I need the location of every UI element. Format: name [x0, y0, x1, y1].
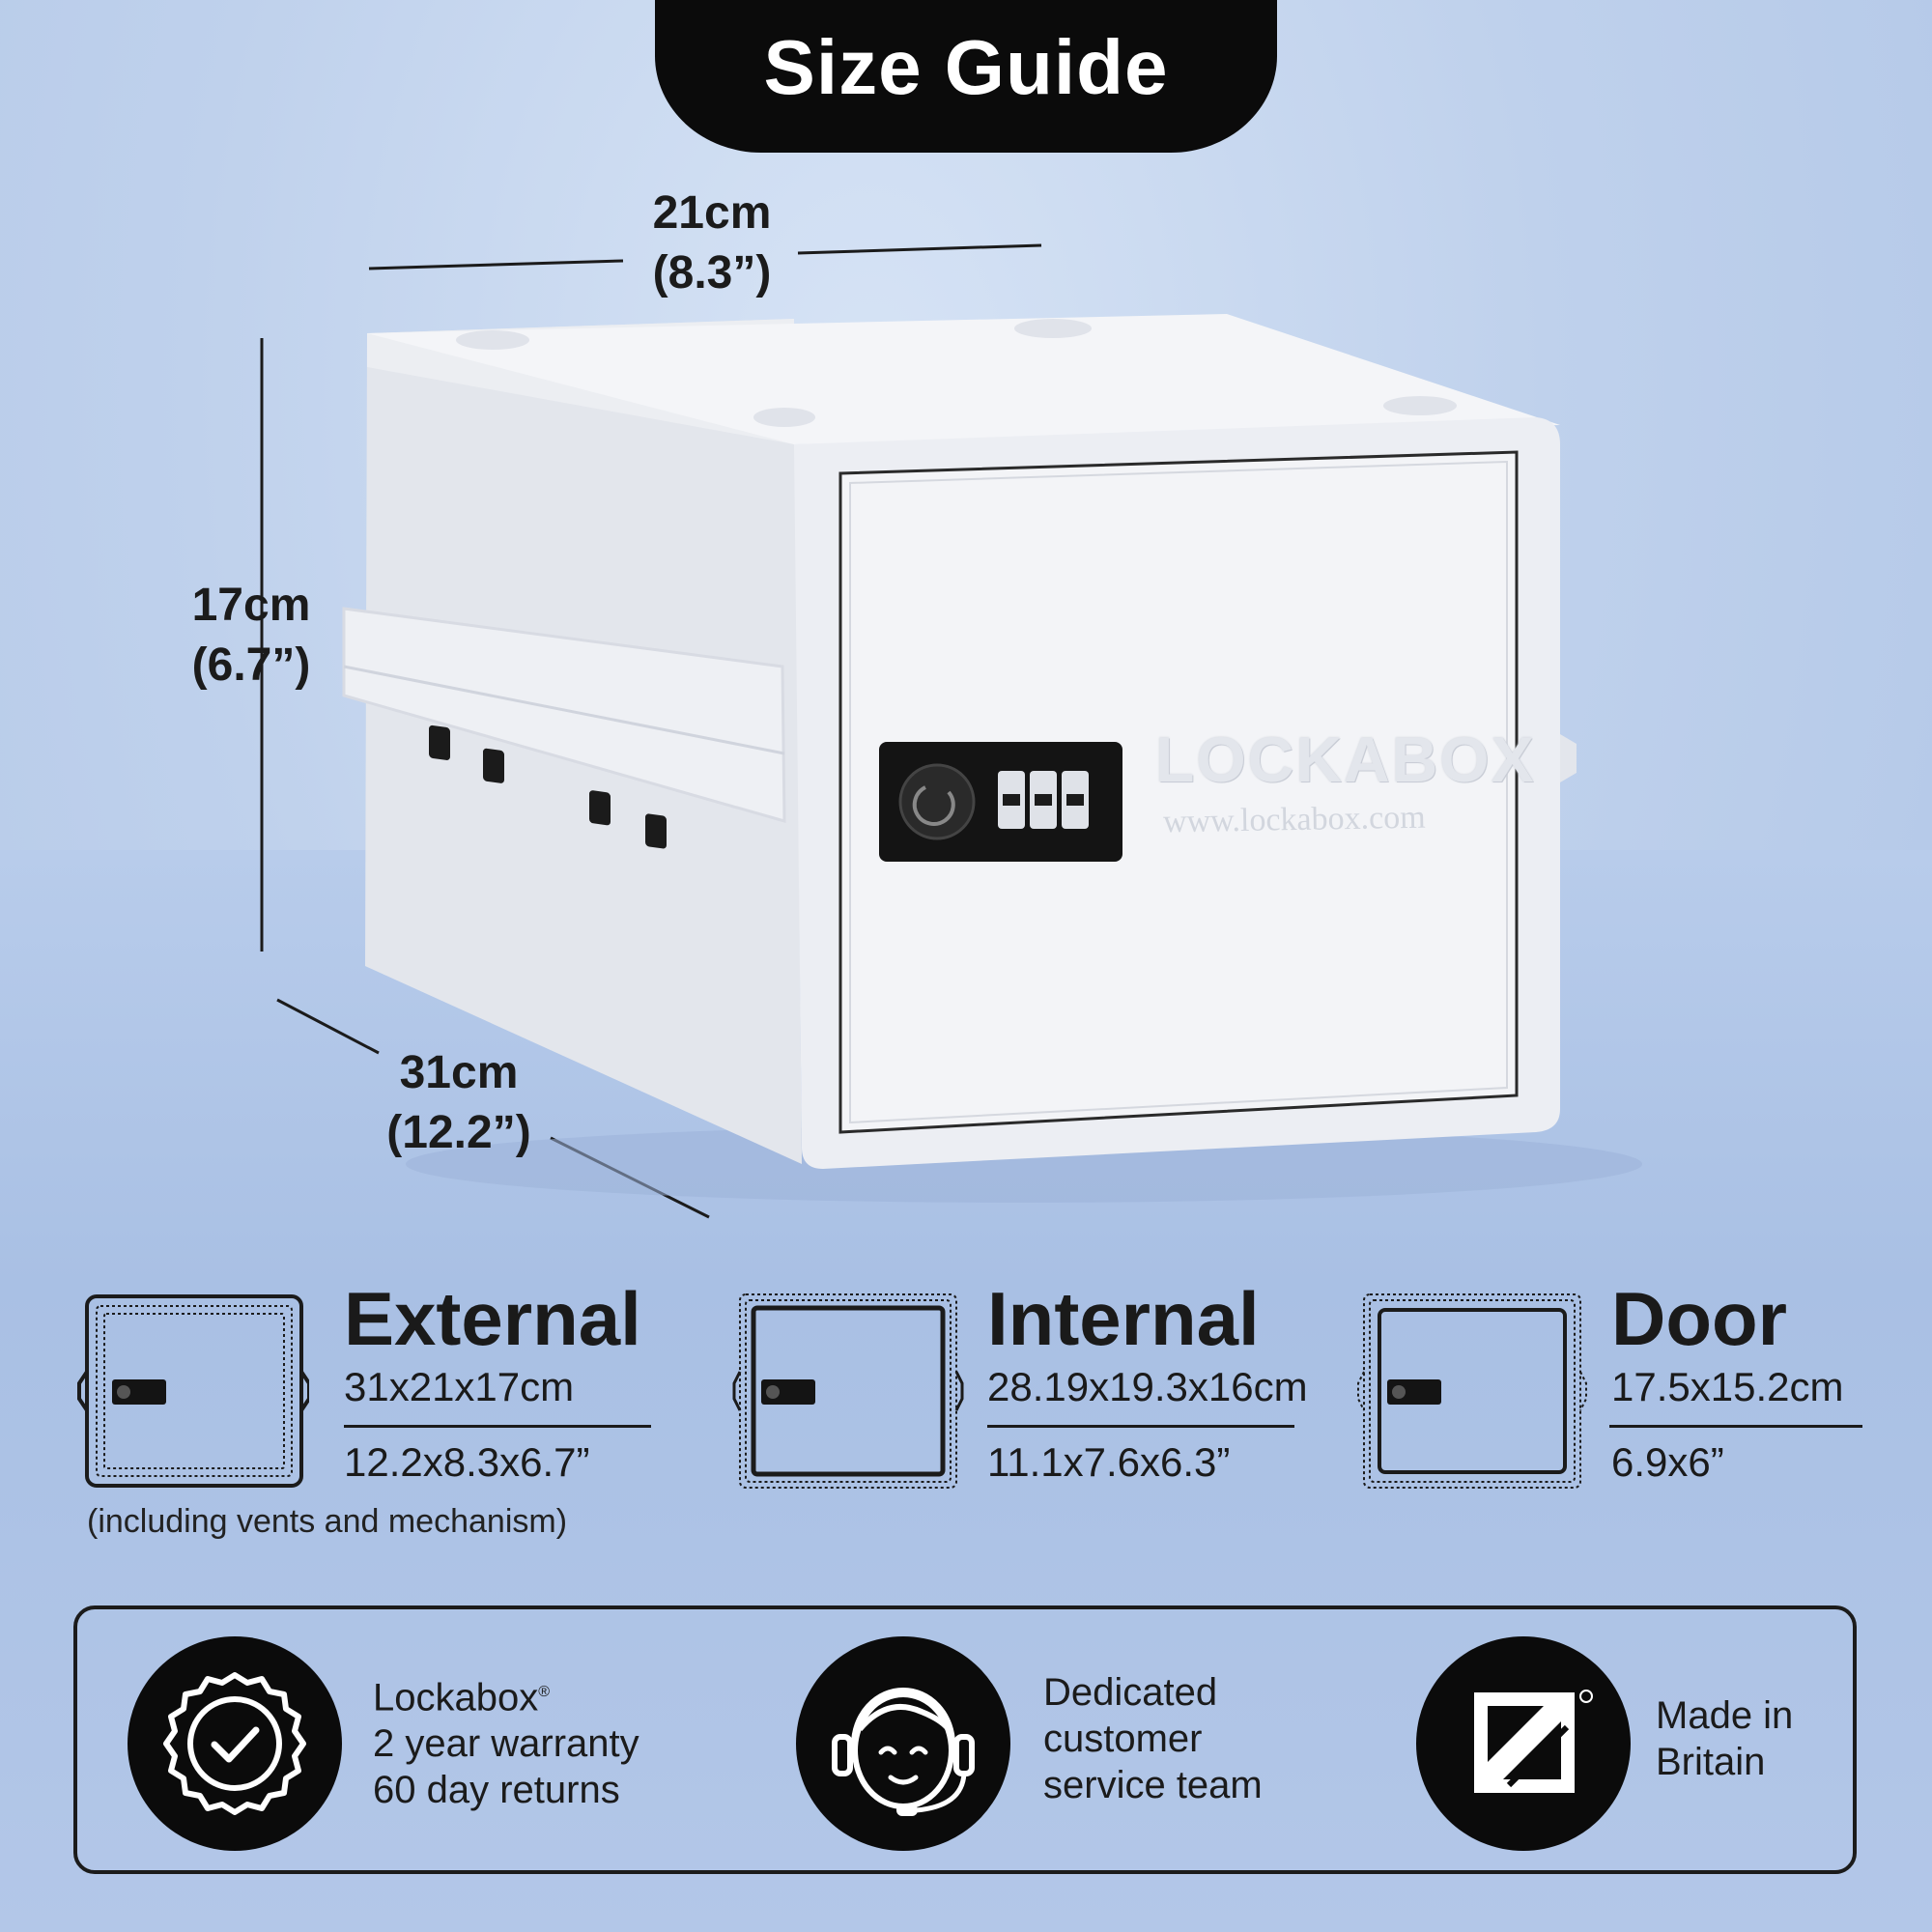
spec-imperial: 12.2x8.3x6.7”	[344, 1439, 590, 1485]
spec-metric: 17.5x15.2cm	[1611, 1364, 1844, 1409]
feature-line: Dedicated	[1043, 1671, 1218, 1714]
height-in: (6.7”)	[191, 639, 311, 691]
features-panel: Lockabox® 2 year warranty 60 day returns…	[73, 1605, 1857, 1874]
depth-dimension-label: 31cm (12.2”)	[357, 1043, 560, 1163]
internal-box-icon	[732, 1293, 964, 1489]
combination-lock	[879, 742, 1122, 862]
spec-imperial: 11.1x7.6x6.3”	[987, 1439, 1231, 1485]
feature-line: 2 year warranty	[373, 1722, 639, 1766]
spec-imperial: 6.9x6”	[1611, 1439, 1724, 1485]
title-banner: Size Guide	[655, 0, 1277, 153]
feature-line: Lockabox	[373, 1676, 539, 1719]
page-title: Size Guide	[763, 24, 1169, 110]
depth-cm: 31cm	[399, 1047, 519, 1098]
spec-divider	[1609, 1425, 1862, 1428]
spec-name: External	[344, 1276, 641, 1361]
made-in-britain-icon	[1416, 1636, 1631, 1851]
feature-service-text: Dedicated customer service team	[1043, 1669, 1263, 1808]
spec-metric: 31x21x17cm	[344, 1364, 575, 1409]
customer-service-icon	[796, 1636, 1010, 1851]
width-cm: 21cm	[652, 187, 772, 239]
feature-line: 60 day returns	[373, 1769, 620, 1812]
feature-line: customer	[1043, 1718, 1203, 1760]
external-note: (including vents and mechanism)	[87, 1503, 568, 1540]
product-illustration	[260, 243, 1642, 1219]
feature-line: service team	[1043, 1764, 1263, 1806]
registered-mark: ®	[538, 1684, 551, 1700]
product-brand-logo: LOCKABOX	[1155, 724, 1536, 795]
door-box-icon	[1357, 1293, 1587, 1489]
box-door	[838, 450, 1519, 1134]
height-dimension-label: 17cm (6.7”)	[155, 576, 348, 696]
feature-line: Britain	[1656, 1741, 1766, 1783]
height-cm: 17cm	[191, 580, 311, 631]
width-in: (8.3”)	[652, 247, 772, 298]
feature-britain-text: Made in Britain	[1656, 1692, 1793, 1785]
depth-in: (12.2”)	[386, 1107, 531, 1158]
external-box-icon	[77, 1294, 309, 1488]
spec-divider	[344, 1425, 651, 1428]
spec-metric: 28.19x19.3x16cm	[987, 1364, 1308, 1409]
spec-name: Internal	[987, 1276, 1260, 1361]
warranty-badge-icon	[128, 1636, 342, 1851]
feature-line: Made in	[1656, 1694, 1794, 1737]
spec-name: Door	[1611, 1276, 1787, 1361]
width-dimension-label: 21cm (8.3”)	[611, 184, 813, 303]
feature-warranty-text: Lockabox® 2 year warranty 60 day returns	[373, 1669, 639, 1813]
spec-divider	[987, 1425, 1294, 1428]
product-url: www.lockabox.com	[1162, 799, 1426, 840]
